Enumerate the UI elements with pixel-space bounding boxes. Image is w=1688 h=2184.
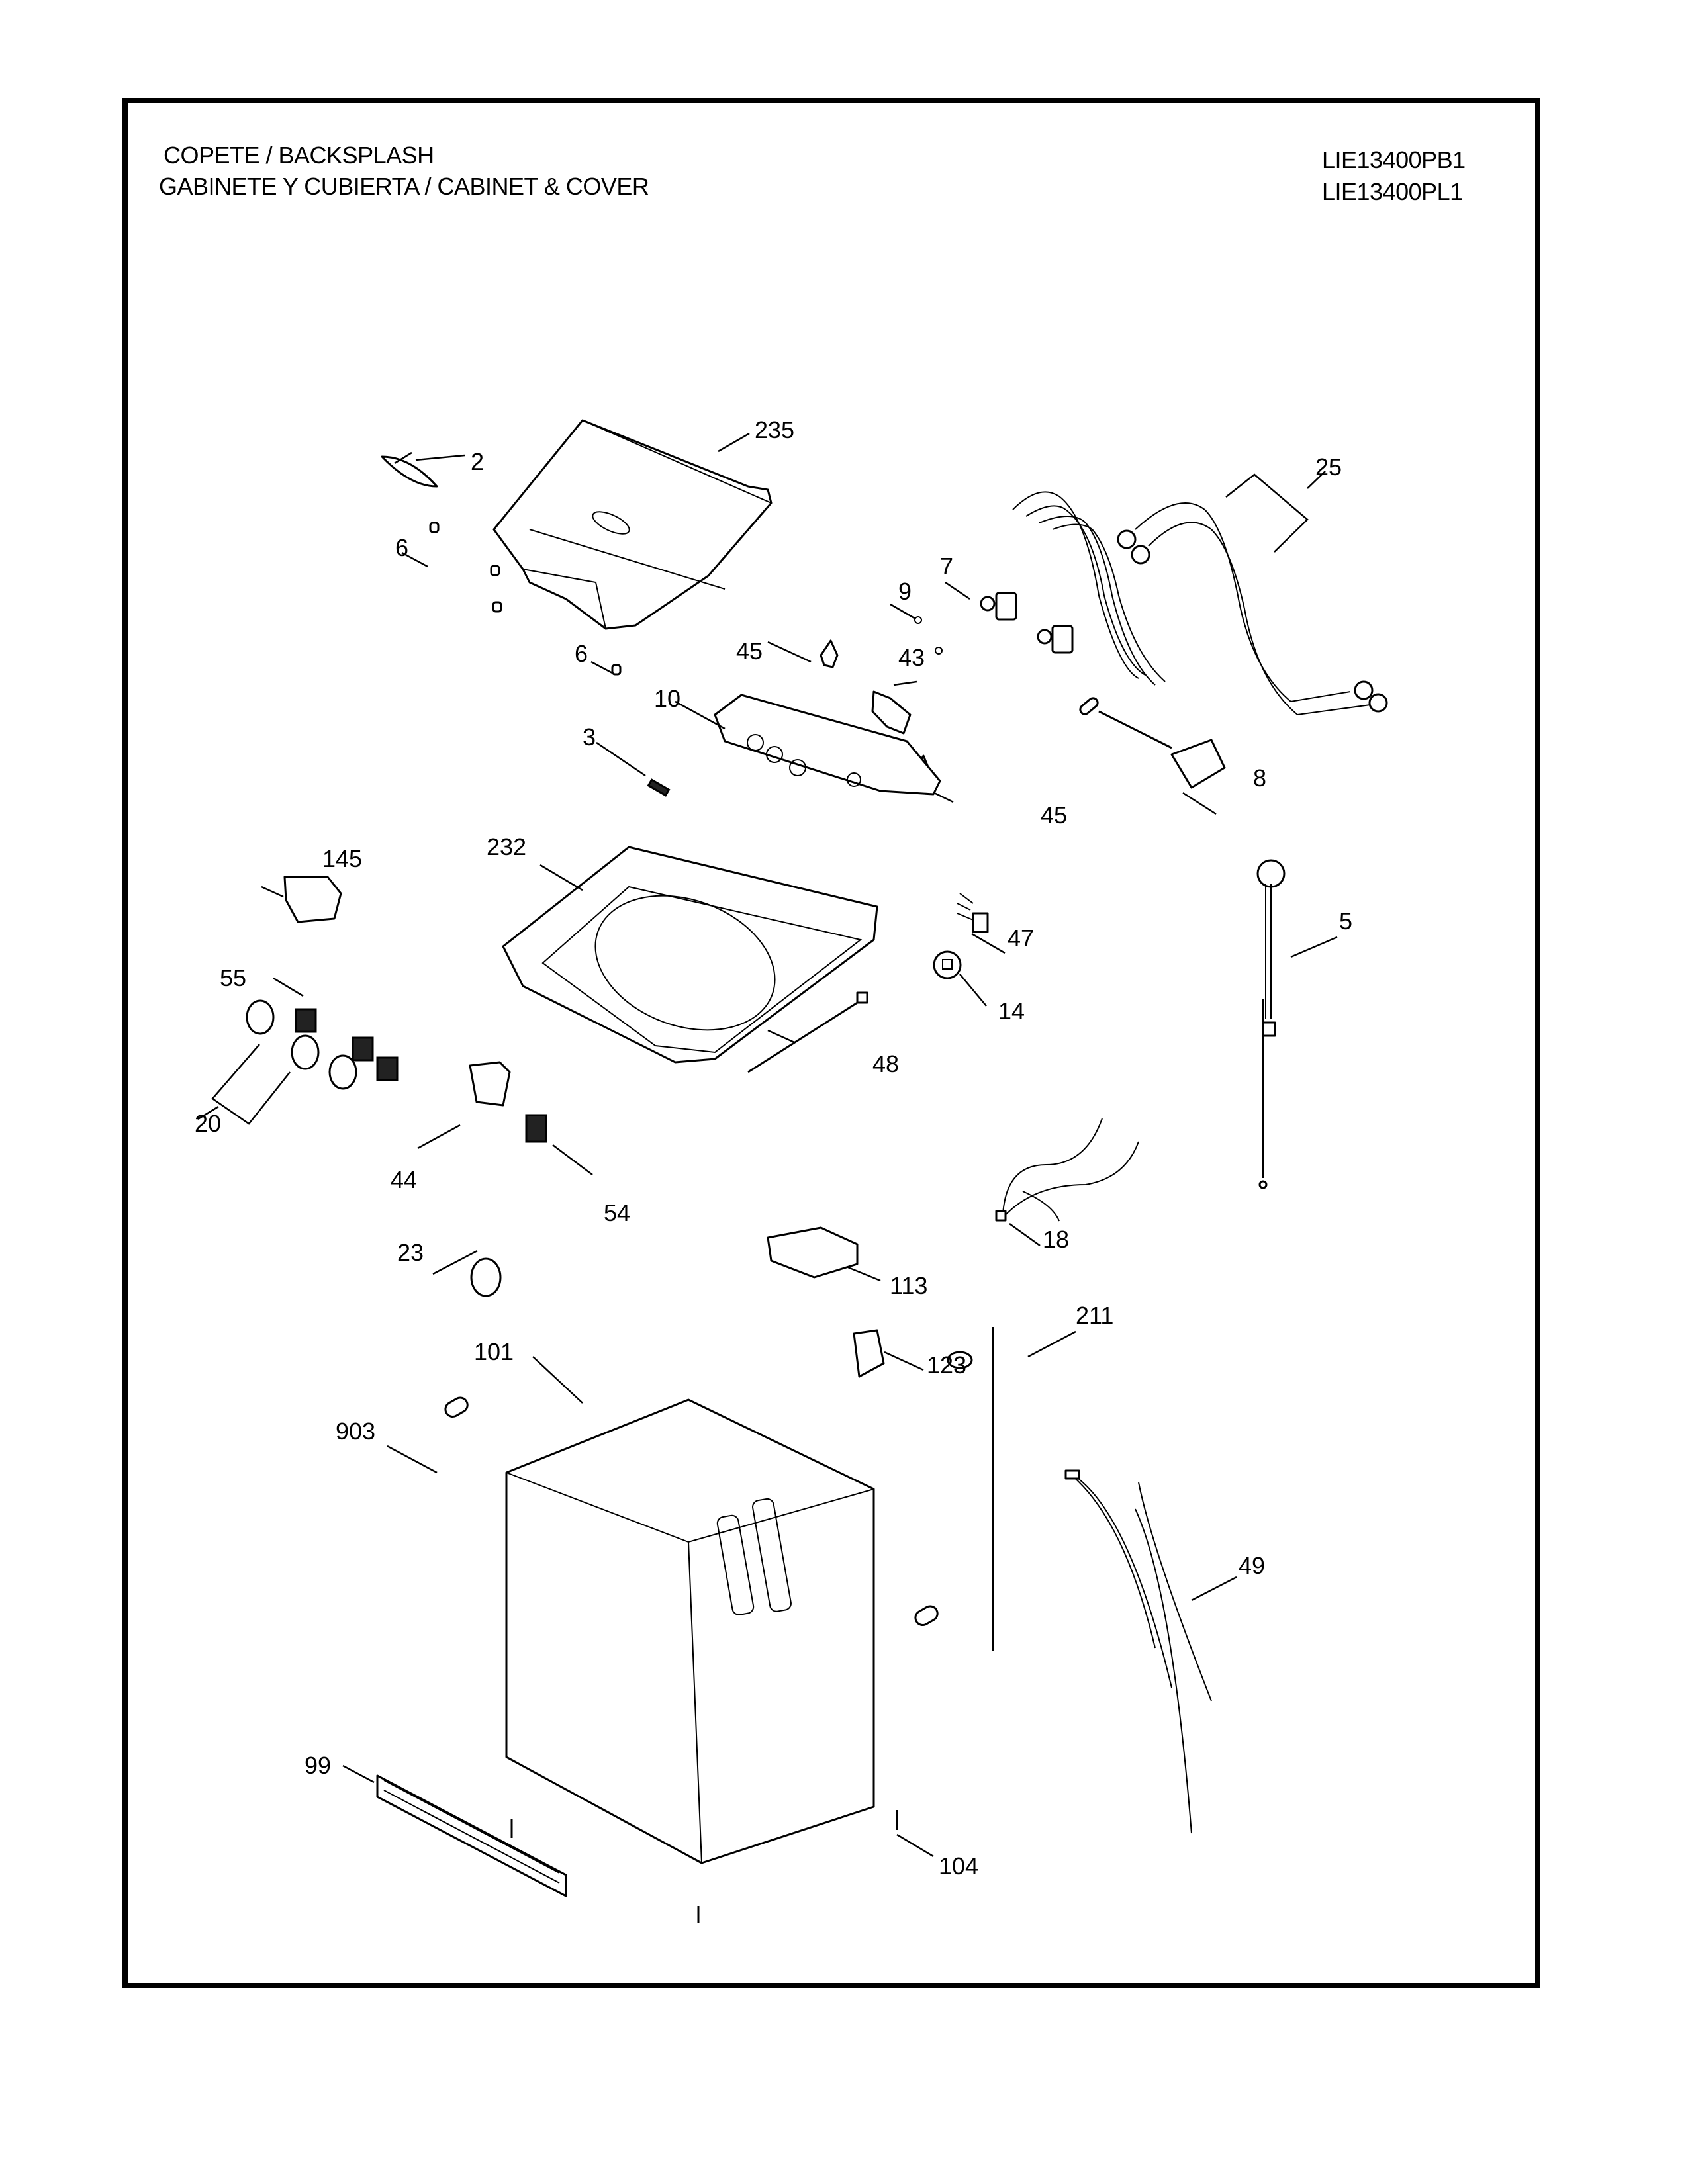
part-235-lid[interactable] xyxy=(492,419,773,630)
part-99-grille[interactable] xyxy=(376,1774,567,1897)
callout-47: 47 xyxy=(1008,925,1034,952)
part-145-dispenser[interactable] xyxy=(283,876,342,923)
part-47-wire-connector[interactable] xyxy=(957,893,989,933)
part-14-pressure-switch[interactable] xyxy=(933,950,962,979)
diagram-border xyxy=(122,98,1540,1988)
callout-45-a: 45 xyxy=(736,637,763,664)
callout-2: 2 xyxy=(471,448,484,475)
part-44-selector-switch[interactable] xyxy=(469,1061,511,1107)
callout-235: 235 xyxy=(755,416,794,443)
callout-7: 7 xyxy=(940,553,953,580)
callout-211: 211 xyxy=(1076,1302,1113,1329)
callout-101: 101 xyxy=(474,1338,514,1365)
callout-104: 104 xyxy=(939,1852,978,1880)
part-232-top-panel[interactable] xyxy=(502,846,878,1064)
callout-43: 43 xyxy=(898,644,925,671)
part-43-control-board[interactable] xyxy=(871,690,912,735)
part-6-bumper-c[interactable] xyxy=(611,664,622,676)
part-45-bracket-a[interactable] xyxy=(820,639,839,668)
callout-49: 49 xyxy=(1239,1552,1265,1579)
callout-23: 23 xyxy=(397,1239,424,1266)
part-211-drain-hose[interactable] xyxy=(947,1327,994,1651)
part-25-inlet-hoses[interactable] xyxy=(1012,491,1388,716)
part-113-lid-lock[interactable] xyxy=(767,1226,859,1279)
callout-48: 48 xyxy=(872,1050,899,1077)
part-49-wiring-harness[interactable] xyxy=(1064,1469,1212,1834)
part-18-wiring-harness[interactable] xyxy=(995,1118,1139,1222)
part-6-bumper-b[interactable] xyxy=(492,601,502,613)
callout-45-b: 45 xyxy=(1041,801,1067,829)
callout-113: 113 xyxy=(890,1272,927,1299)
part-55-switch-group[interactable] xyxy=(295,1008,399,1081)
callout-54: 54 xyxy=(604,1199,630,1226)
model-number-1: LIE13400PB1 xyxy=(1322,146,1466,173)
callout-8: 8 xyxy=(1253,764,1266,792)
part-9-clamp[interactable] xyxy=(914,616,943,655)
callout-25: 25 xyxy=(1315,453,1342,480)
callout-55: 55 xyxy=(220,964,246,991)
part-104-foot[interactable] xyxy=(510,1810,898,1923)
part-10-control-panel[interactable] xyxy=(714,694,941,796)
part-6-bumper[interactable] xyxy=(490,565,500,576)
callout-10: 10 xyxy=(654,685,680,712)
model-number-2: LIE13400PL1 xyxy=(1322,178,1463,205)
part-903-plug[interactable] xyxy=(443,1395,940,1628)
callout-903: 903 xyxy=(336,1418,375,1445)
part-5-power-cord[interactable] xyxy=(1256,859,1286,1189)
callout-6-a: 6 xyxy=(395,534,408,561)
callout-14: 14 xyxy=(998,997,1025,1024)
callout-6-b: 6 xyxy=(575,640,588,667)
part-2-badge[interactable] xyxy=(381,455,438,488)
part-54-switch[interactable] xyxy=(525,1114,547,1143)
part-7-inlet-valve[interactable] xyxy=(980,592,1074,654)
callout-123: 123 xyxy=(927,1351,966,1379)
callout-3: 3 xyxy=(583,723,596,751)
callout-5: 5 xyxy=(1339,907,1352,934)
part-3-logo[interactable] xyxy=(647,778,671,797)
part-123-bracket[interactable] xyxy=(853,1329,885,1378)
callout-99: 99 xyxy=(305,1752,331,1779)
part-6-bumper[interactable] xyxy=(429,522,440,533)
section-title-cabinet-cover: GABINETE Y CUBIERTA / CABINET & COVER xyxy=(159,173,649,200)
callout-232: 232 xyxy=(487,833,526,860)
part-101-cabinet[interactable] xyxy=(505,1398,875,1864)
part-48-harness[interactable] xyxy=(747,991,868,1073)
part-20-knob-set[interactable] xyxy=(246,999,357,1090)
callout-18: 18 xyxy=(1043,1226,1069,1253)
callout-20: 20 xyxy=(195,1110,221,1137)
callout-9: 9 xyxy=(898,578,912,605)
section-title-backsplash: COPETE / BACKSPLASH xyxy=(164,142,434,169)
callout-145: 145 xyxy=(322,845,362,872)
part-23-knob[interactable] xyxy=(470,1257,502,1297)
callout-44: 44 xyxy=(391,1166,417,1193)
part-8-hose-assembly[interactable] xyxy=(1078,696,1226,789)
